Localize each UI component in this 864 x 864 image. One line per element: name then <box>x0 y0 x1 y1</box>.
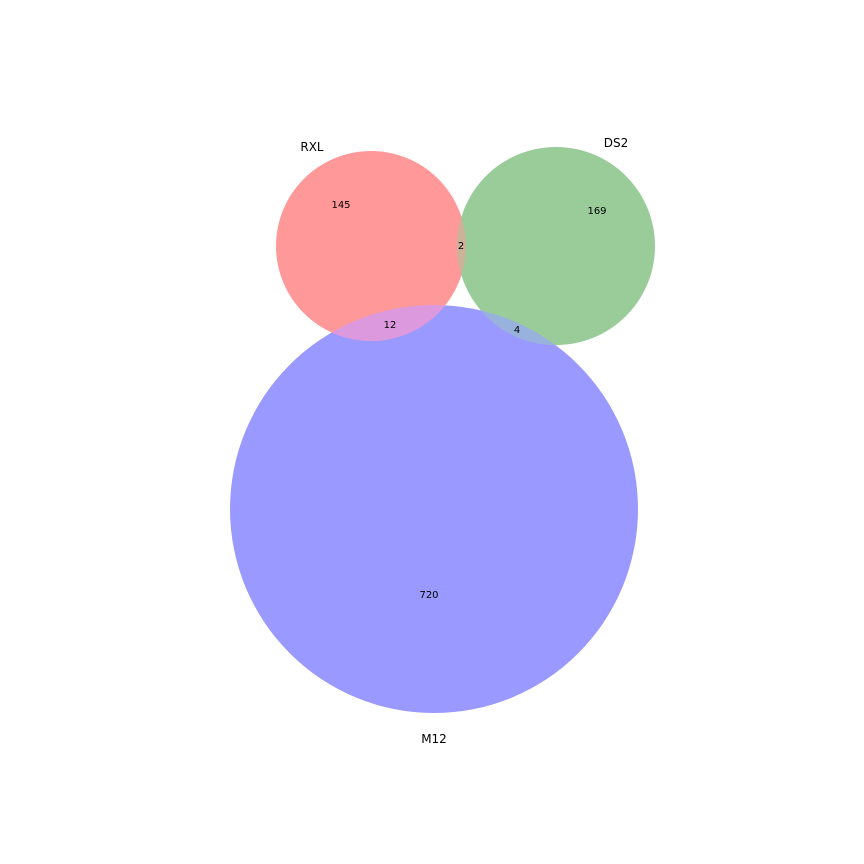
set-label-rxl: RXL <box>300 140 324 154</box>
region-count-ds2-only: 169 <box>587 206 606 217</box>
region-count-rxl-only: 145 <box>331 200 350 211</box>
region-count-rxl-m12: 12 <box>384 320 397 331</box>
set-circle-rxl <box>276 151 466 341</box>
set-label-ds2: DS2 <box>604 136 629 150</box>
set-circle-m12 <box>230 305 638 713</box>
region-count-m12-only: 720 <box>419 590 438 601</box>
set-circle-ds2 <box>457 147 655 345</box>
set-label-m12: M12 <box>421 732 447 746</box>
region-count-rxl-ds2: 2 <box>458 241 464 252</box>
region-count-ds2-m12: 4 <box>514 325 520 336</box>
